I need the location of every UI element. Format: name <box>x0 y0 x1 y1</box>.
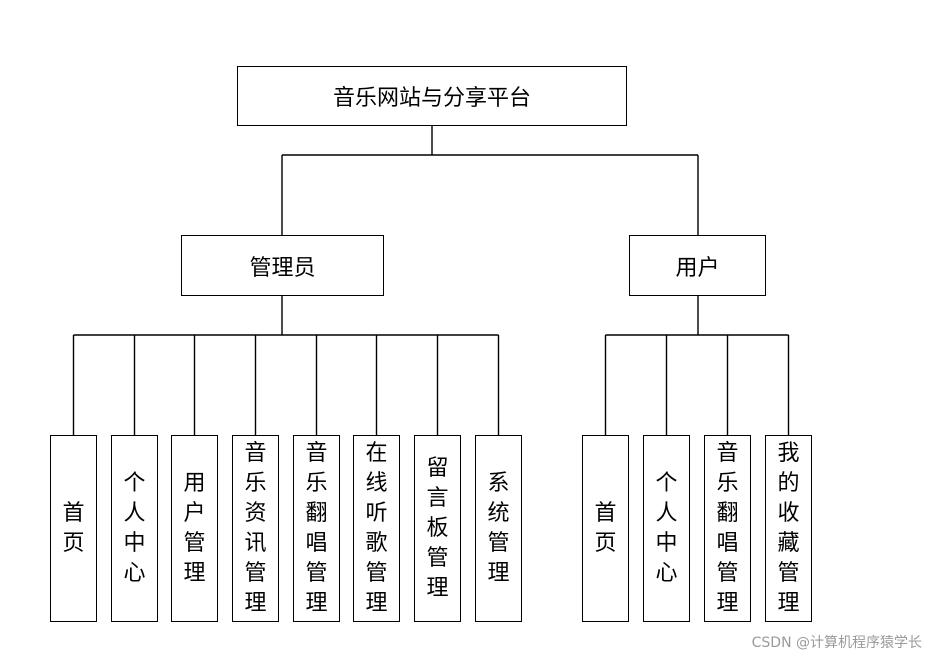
user-role-label: 用户 <box>675 255 720 281</box>
admin-leaf-label: 个人中心 <box>123 470 146 586</box>
admin-leaf-node: 用户管理 <box>171 435 218 622</box>
user-leaf-node: 我的收藏管理 <box>765 435 812 622</box>
admin-leaf-label: 音乐资讯管理 <box>244 440 267 616</box>
admin-leaf-node: 系统管理 <box>475 435 522 622</box>
admin-role-label: 管理员 <box>249 255 316 281</box>
watermark: CSDN @计算机程序猿学长 <box>751 635 922 651</box>
admin-role-node: 管理员 <box>181 235 384 296</box>
admin-leaf-label: 首页 <box>62 500 85 556</box>
admin-leaf-label: 留言板管理 <box>426 455 449 601</box>
admin-leaf-node: 首页 <box>50 435 97 622</box>
admin-leaf-node: 音乐翻唱管理 <box>293 435 340 622</box>
admin-leaf-label: 音乐翻唱管理 <box>305 440 328 616</box>
admin-leaf-label: 用户管理 <box>183 470 206 586</box>
user-role-node: 用户 <box>629 235 766 296</box>
user-leaf-label: 首页 <box>594 500 617 556</box>
admin-leaf-node: 在线听歌管理 <box>353 435 400 622</box>
admin-leaf-node: 个人中心 <box>111 435 158 622</box>
user-leaf-label: 音乐翻唱管理 <box>716 440 739 616</box>
admin-leaf-label: 系统管理 <box>487 470 510 586</box>
user-leaf-label: 我的收藏管理 <box>777 440 800 616</box>
root-node: 音乐网站与分享平台 <box>237 66 627 126</box>
user-leaf-node: 音乐翻唱管理 <box>704 435 751 622</box>
user-leaf-label: 个人中心 <box>655 470 678 586</box>
user-leaf-node: 个人中心 <box>643 435 690 622</box>
admin-leaf-node: 留言板管理 <box>414 435 461 622</box>
user-leaf-node: 首页 <box>582 435 629 622</box>
admin-leaf-label: 在线听歌管理 <box>365 440 388 616</box>
admin-leaf-node: 音乐资讯管理 <box>232 435 279 622</box>
root-label: 音乐网站与分享平台 <box>332 86 531 111</box>
